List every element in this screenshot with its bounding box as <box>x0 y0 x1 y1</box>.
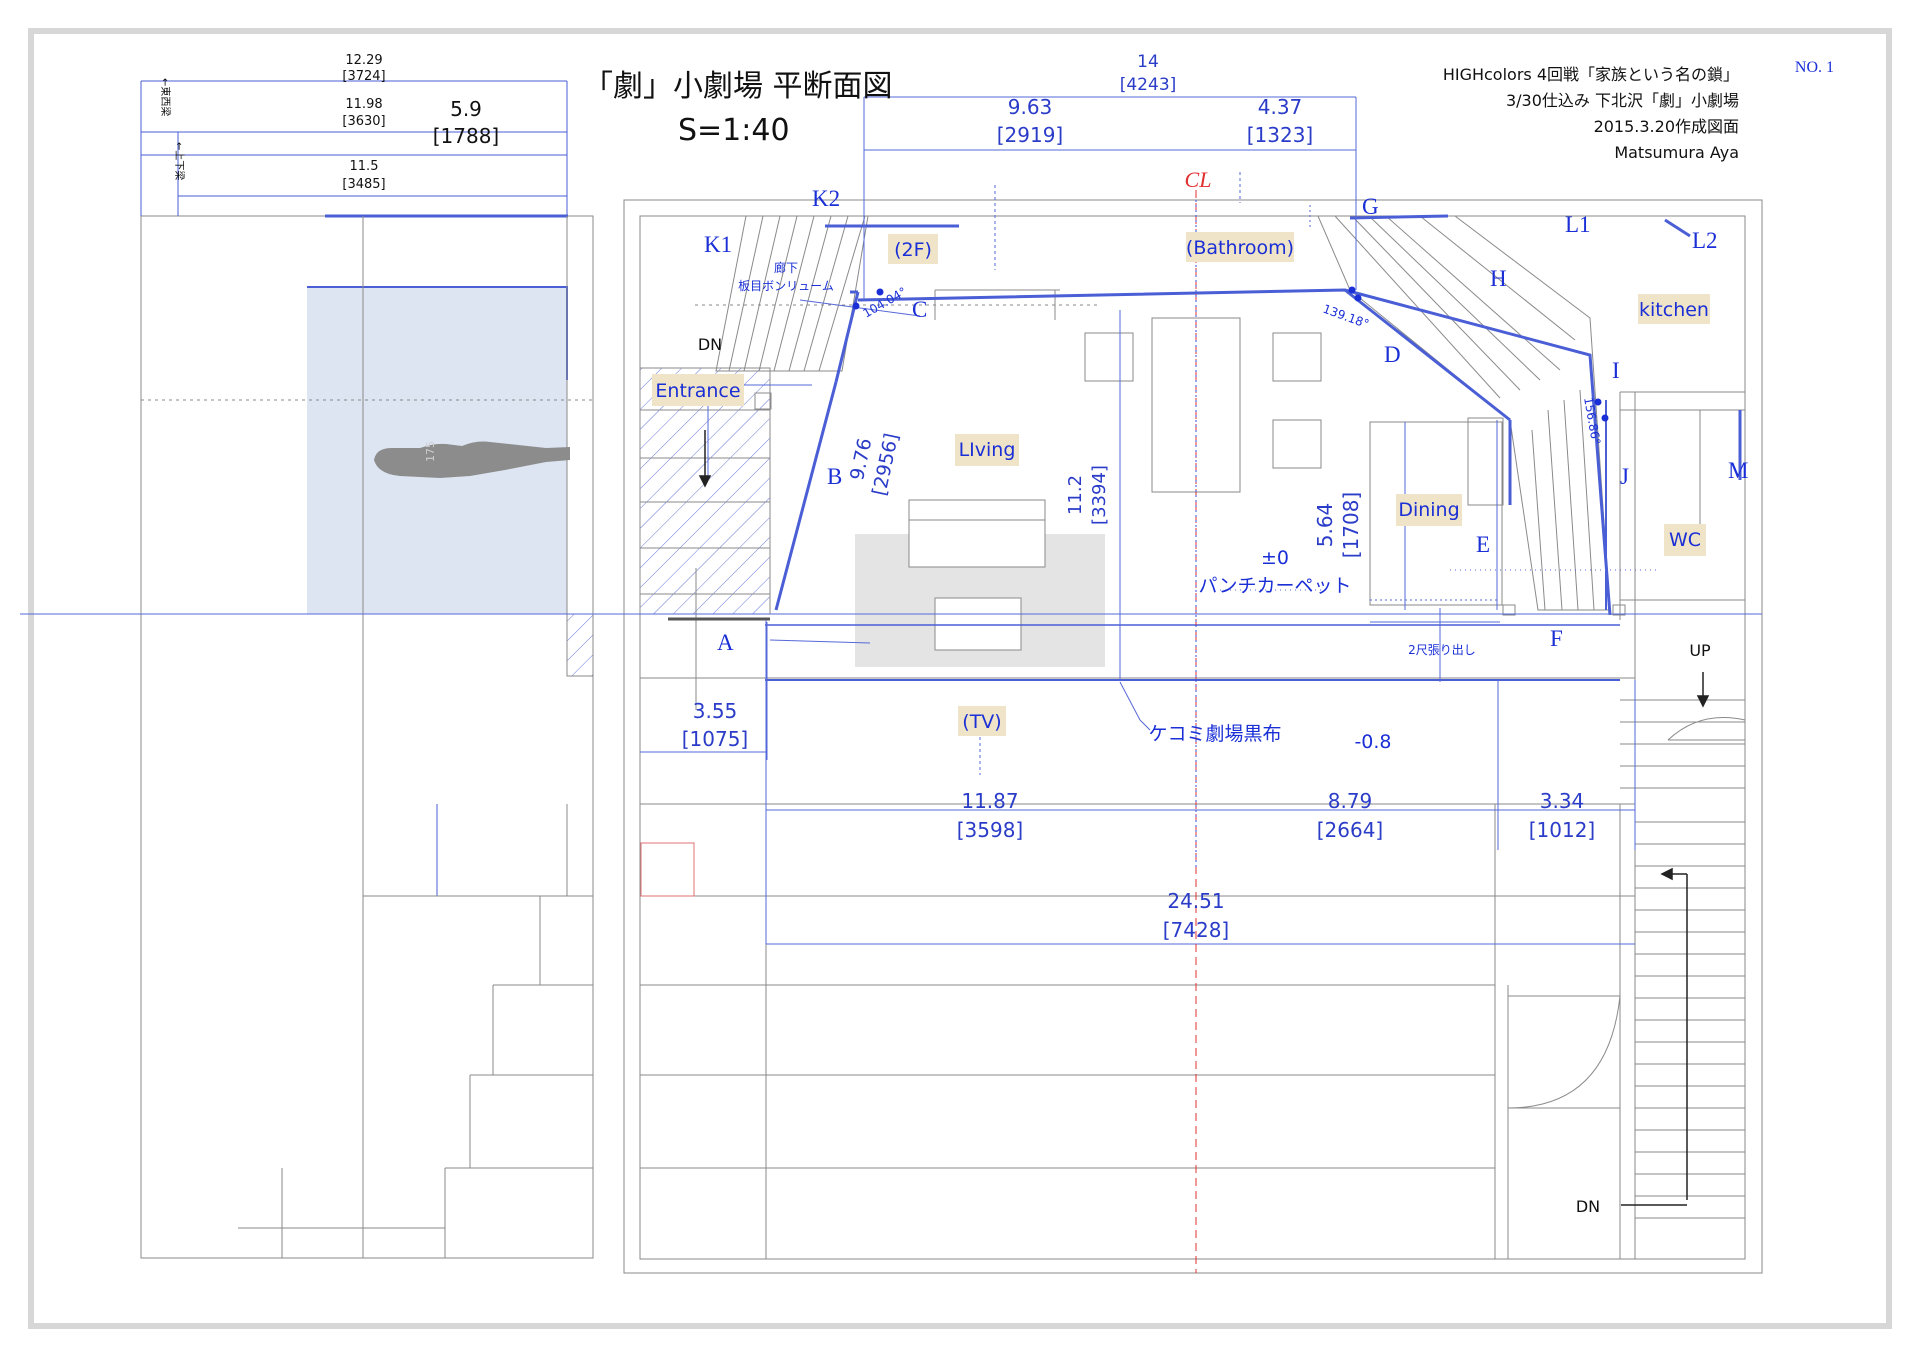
label-2f: (2F) <box>894 239 932 261</box>
page-title: 「劇」小劇場 平断面図 <box>583 69 893 104</box>
svg-text:[3598]: [3598] <box>957 818 1024 842</box>
svg-text:11.5: 11.5 <box>350 159 379 174</box>
svg-text:L1: L1 <box>1565 212 1591 237</box>
main-plan-lines <box>623 199 1763 1274</box>
scale-label: S=1:40 <box>678 113 790 148</box>
corner-points <box>852 286 1609 422</box>
svg-text:E: E <box>1476 532 1490 557</box>
svg-text:[3630]: [3630] <box>342 114 385 129</box>
titleblock-line-1: HIGHcolors 4回戦「家族という名の鎖」 <box>1443 65 1739 84</box>
svg-text:5.9: 5.9 <box>450 97 482 121</box>
svg-text:4.37: 4.37 <box>1258 95 1303 119</box>
level-zero: ±0 <box>1261 547 1289 569</box>
room-labels: (2F) (Bathroom) kitchen Entrance LIving … <box>652 232 1710 736</box>
svg-text:11.98: 11.98 <box>345 97 382 112</box>
carpet-label: パンチカーペット <box>1199 575 1352 597</box>
arrows <box>698 430 1710 1206</box>
svg-text:[2664]: [2664] <box>1317 818 1384 842</box>
level-minus: -0.8 <box>1354 731 1391 753</box>
dimension-lines <box>640 96 1660 945</box>
center-line-label: CL <box>1185 167 1212 192</box>
svg-text:11.2: 11.2 <box>1065 475 1086 515</box>
svg-text:8.79: 8.79 <box>1328 789 1373 813</box>
svg-text:3.34: 3.34 <box>1540 789 1585 813</box>
svg-text:[7428]: [7428] <box>1163 918 1230 942</box>
svg-text:3.55: 3.55 <box>693 699 738 723</box>
svg-text:12.29: 12.29 <box>345 53 382 68</box>
svg-text:H: H <box>1490 266 1507 291</box>
svg-text:L2: L2 <box>1692 228 1718 253</box>
label-tv: (TV) <box>962 711 1001 733</box>
svg-text:I: I <box>1612 358 1620 383</box>
svg-text:[1323]: [1323] <box>1247 123 1314 147</box>
svg-text:[3394]: [3394] <box>1089 465 1110 525</box>
svg-text:[1012]: [1012] <box>1529 818 1596 842</box>
label-wc: WC <box>1669 529 1701 551</box>
titleblock-line-3: 2015.3.20作成図面 <box>1594 117 1739 136</box>
svg-text:J: J <box>1620 464 1629 489</box>
corridor-hatch <box>715 215 1611 611</box>
beam-ew-label: ←東西梁 <box>159 78 172 116</box>
svg-text:[3485]: [3485] <box>342 177 385 192</box>
top-left-dimensions: 12.29 [3724] 11.98 [3630] 5.9 [1788] 11.… <box>159 53 499 192</box>
svg-text:K1: K1 <box>704 232 732 257</box>
svg-text:9.63: 9.63 <box>1008 95 1053 119</box>
svg-text:[1788]: [1788] <box>433 124 500 148</box>
curtain-label: ケコミ劇場黒布 <box>1148 723 1281 745</box>
label-bathroom: (Bathroom) <box>1186 237 1294 259</box>
stair-up-label: UP <box>1689 641 1711 660</box>
title-block: HIGHcolors 4回戦「家族という名の鎖」 3/30仕込み 下北沢「劇」小… <box>1443 65 1739 162</box>
stair-dn-label: DN <box>698 335 722 354</box>
svg-text:G: G <box>1362 194 1379 219</box>
stair-dn-label-2: DN <box>1576 1197 1600 1216</box>
titleblock-line-2: 3/30仕込み 下北沢「劇」小劇場 <box>1506 91 1739 110</box>
svg-text:11.87: 11.87 <box>961 789 1018 813</box>
set-walls <box>668 214 1742 681</box>
label-kitchen: kitchen <box>1639 299 1709 321</box>
svg-text:5.64: 5.64 <box>1313 503 1337 548</box>
svg-text:A: A <box>717 630 734 655</box>
svg-text:F: F <box>1550 626 1563 651</box>
sheet-number: NO. 1 <box>1795 59 1834 76</box>
svg-text:D: D <box>1384 342 1401 367</box>
svg-text:B: B <box>827 464 842 489</box>
svg-text:M: M <box>1728 458 1748 483</box>
svg-text:104.04°: 104.04° <box>861 284 910 320</box>
corridor-label-2: 板目ボンリューム <box>738 279 834 293</box>
svg-text:14: 14 <box>1137 52 1159 72</box>
svg-text:[2919]: [2919] <box>997 123 1064 147</box>
label-living: LIving <box>959 439 1016 461</box>
svg-text:[1708]: [1708] <box>1339 492 1363 559</box>
annotations: 廊下 板目ボンリューム ±0 パンチカーペット ケコミ劇場黒布 -0.8 2尺張… <box>698 167 1711 1216</box>
figure-height-label: 175 <box>424 441 437 462</box>
svg-text:[3724]: [3724] <box>342 69 385 84</box>
wall-labels: K1 K2 C B A G H D I J E F L1 L2 M <box>704 186 1748 655</box>
human-figure: 175 <box>374 441 570 478</box>
label-dining: Dining <box>1398 499 1459 521</box>
beam-ud-label: ←上下梁 <box>173 142 186 180</box>
label-entrance: Entrance <box>655 380 740 402</box>
svg-text:C: C <box>912 297 927 322</box>
svg-text:24.51: 24.51 <box>1167 889 1224 913</box>
svg-text:K2: K2 <box>812 186 840 211</box>
left-section <box>20 80 594 1259</box>
titleblock-line-4: Matsumura Aya <box>1614 143 1739 162</box>
svg-text:[4243]: [4243] <box>1120 75 1177 95</box>
overhang-label: 2尺張り出し <box>1408 643 1476 657</box>
svg-text:[1075]: [1075] <box>682 727 749 751</box>
corridor-label-1: 廊下 <box>774 260 798 275</box>
plan-dimensions: 14 [4243] 9.63 [2919] 4.37 [1323] 9.76 [… <box>682 52 1603 942</box>
